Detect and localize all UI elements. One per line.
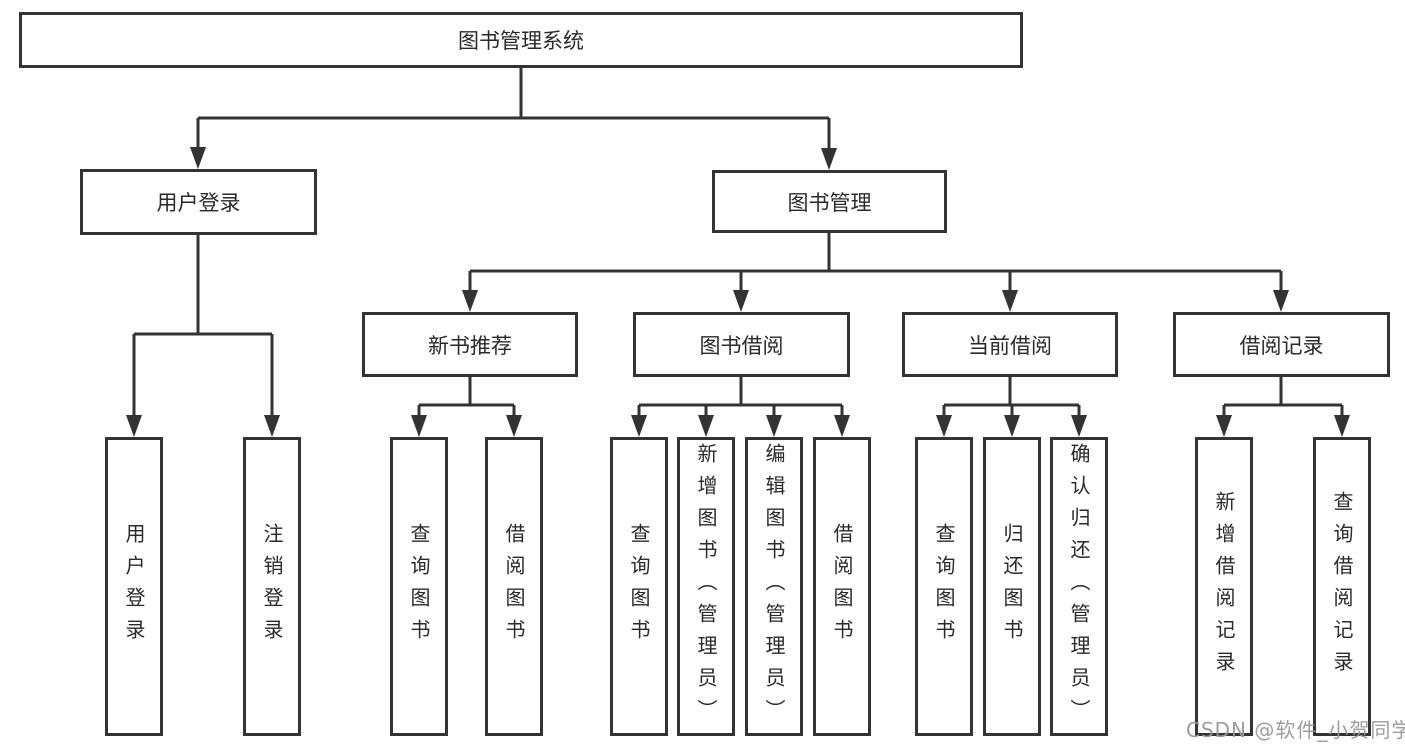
leaf-borrowing-edit-books-admin: 编辑图书（管理员） [745,437,803,736]
leaf-records-add-record: 新增借阅记录 [1195,437,1253,736]
connector-user-login-to-leaves [132,235,274,422]
connector-records-to-leaves [1222,377,1344,422]
node-new-book-recommend: 新书推荐 [362,312,578,377]
connector-current-to-leaves [942,377,1081,422]
leaf-borrowing-query-books: 查询图书 [610,437,668,736]
leaf-newbooks-query-books: 查询图书 [390,437,448,736]
leaf-logout-login: 注销登录 [243,437,301,736]
node-borrow-records: 借阅记录 [1173,312,1390,377]
leaf-current-query-books: 查询图书 [915,437,973,736]
leaf-current-confirm-return-admin: 确认归还（管理员） [1050,437,1108,736]
node-root-system: 图书管理系统 [19,12,1023,68]
node-book-borrowing: 图书借阅 [633,312,850,377]
arrowhead-icons [126,147,1350,437]
node-book-management: 图书管理 [712,170,947,233]
connector-new-books-to-leaves [417,377,516,422]
leaf-user-login: 用户登录 [105,437,163,736]
node-current-borrowing: 当前借阅 [902,312,1118,377]
connector-book-mgmt-to-level3 [468,233,1283,297]
leaf-borrowing-borrow-books: 借阅图书 [813,437,871,736]
node-user-login: 用户登录 [80,169,317,235]
leaf-records-query-record: 查询借阅记录 [1313,437,1371,736]
leaf-newbooks-borrow-books: 借阅图书 [485,437,543,736]
connector-borrowing-to-leaves [637,377,844,422]
leaf-borrowing-add-books-admin: 新增图书（管理员） [677,437,735,736]
connector-root-to-level2 [196,68,831,155]
leaf-current-return-books: 归还图书 [983,437,1041,736]
csdn-watermark: CSDN @软件_小贺同学 [1186,718,1405,742]
